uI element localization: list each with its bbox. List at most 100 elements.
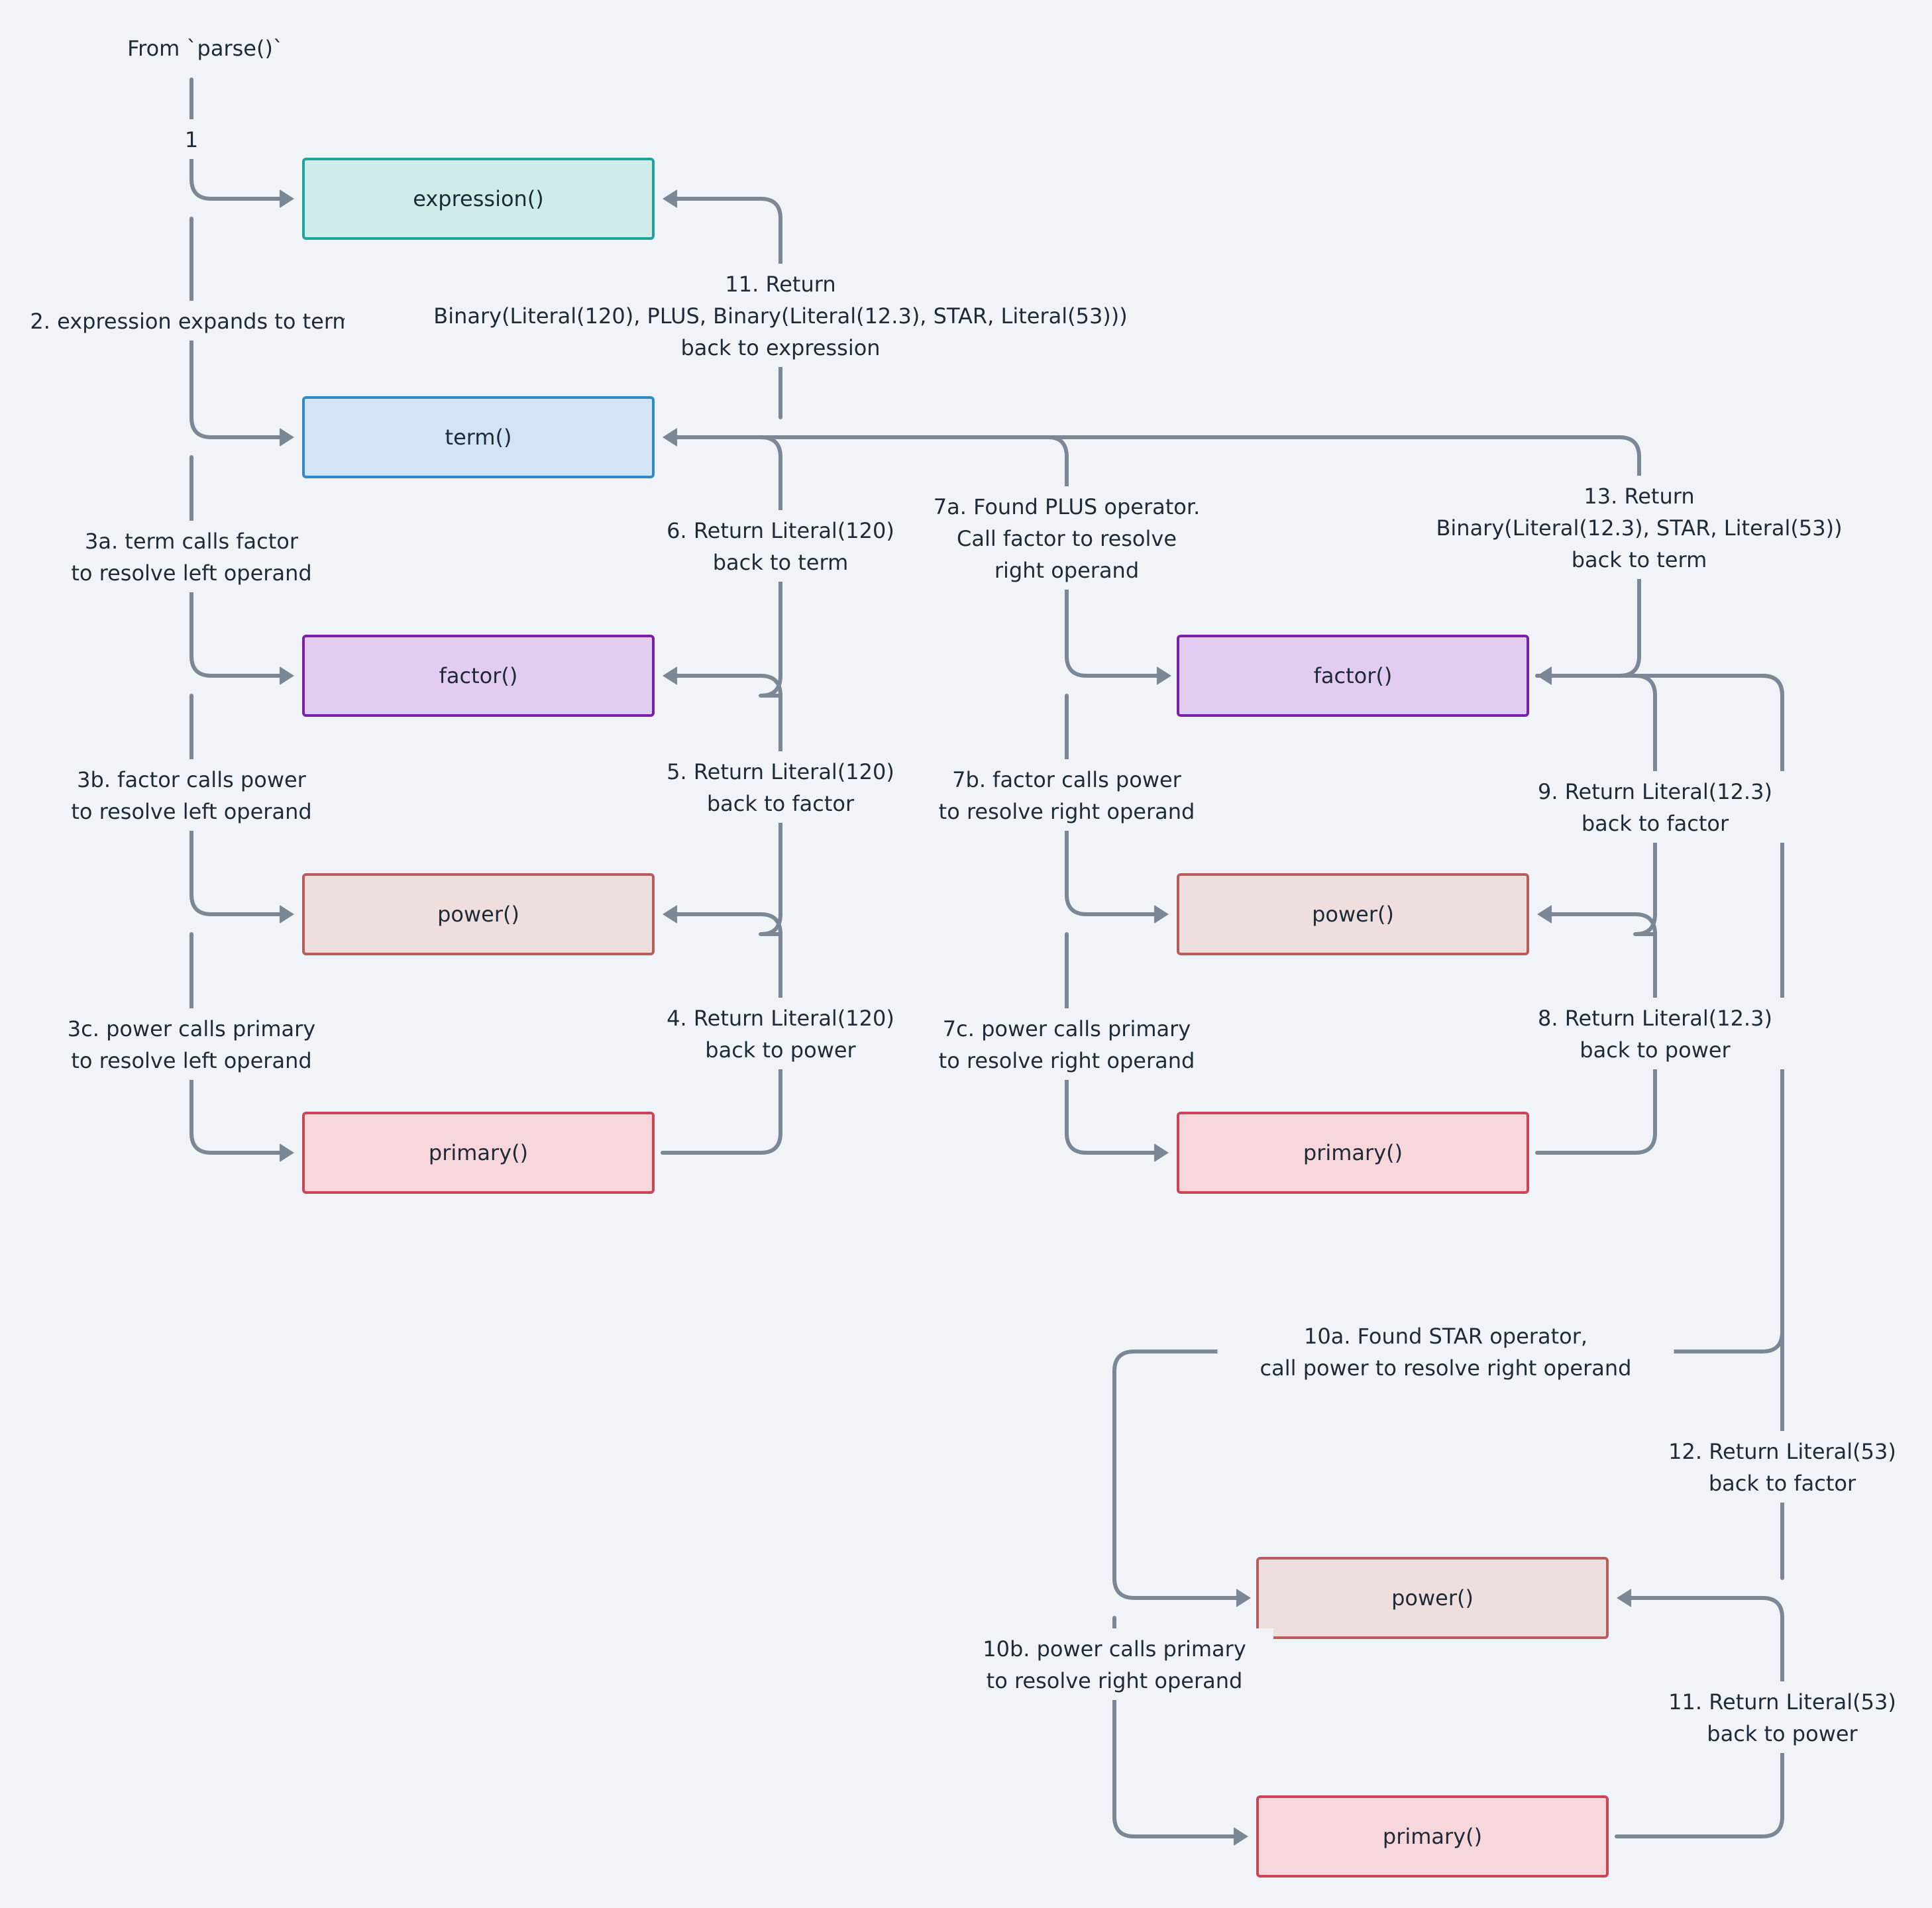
label-step2-background <box>1 301 382 341</box>
node-term-box <box>302 396 655 478</box>
edge-labels: From `parse()`12. expression expands to … <box>1 36 1929 1753</box>
node-power-bottom: power() <box>1256 1557 1609 1639</box>
label-step11-return53: 11. Return Literal(53) back to power <box>1636 1681 1929 1753</box>
edge-step11-final-arrowhead <box>663 189 677 208</box>
node-factor-left-box <box>302 635 655 717</box>
label-step4-background <box>634 998 927 1069</box>
edge-step12 <box>1544 674 1784 1580</box>
edge-step7b <box>1065 694 1161 916</box>
label-step10b-background <box>955 1628 1273 1700</box>
label-step3b: 3b. factor calls power to resolve left op… <box>38 759 345 831</box>
edge-step4-arrowhead <box>663 905 677 924</box>
label-step8-line: 8. Return Literal(12.3) <box>1538 1006 1772 1031</box>
label-step12-background <box>1636 1431 1929 1503</box>
edge-step3a-arrowhead <box>280 666 294 685</box>
label-step11-final-background <box>345 264 1216 367</box>
node-primary-right: primary() <box>1177 1112 1529 1194</box>
label-step3c-line: to resolve left operand <box>71 1048 311 1073</box>
label-step7c-line: 7c. power calls primary <box>943 1016 1191 1041</box>
label-step4: 4. Return Literal(120) back to power <box>634 998 927 1069</box>
label-step3b-line: to resolve left operand <box>71 799 311 824</box>
edge-step7c <box>1065 932 1161 1155</box>
edge-step1 <box>189 78 287 201</box>
node-primary-bottom-box <box>1256 1795 1609 1878</box>
node-term-label: term() <box>445 425 512 450</box>
edge-step3a <box>189 455 287 678</box>
label-step12-line: back to factor <box>1709 1471 1856 1496</box>
node-primary-right-label: primary() <box>1303 1140 1403 1165</box>
edge-step3b-arrowhead <box>280 905 294 924</box>
edge-step3b <box>189 694 287 916</box>
label-step7b-line: 7b. factor calls power <box>952 767 1182 792</box>
edge-step2 <box>189 217 287 439</box>
edge-step7b-arrowhead <box>1154 905 1169 924</box>
label-step10a-background <box>1217 1316 1674 1387</box>
edge-step1-arrowhead <box>280 189 294 208</box>
label-step9: 9. Return Literal(12.3) back to factor <box>1502 771 1808 843</box>
label-step3a-line: 3a. term calls factor <box>85 529 299 554</box>
label-step9-line: back to factor <box>1582 811 1729 836</box>
label-step11-return53-line: back to power <box>1707 1721 1858 1746</box>
label-step5-background <box>634 751 927 823</box>
label-step10b-line: to resolve right operand <box>987 1668 1243 1693</box>
node-power-right: power() <box>1177 873 1529 955</box>
node-factor-right-label: factor() <box>1314 663 1393 688</box>
nodes: expression() term() factor() power() primary… <box>302 158 1609 1878</box>
label-step13-line: back to term <box>1572 547 1707 572</box>
label-step6-line: 6. Return Literal(120) <box>667 518 894 543</box>
label-step11-final-line: back to expression <box>680 335 880 360</box>
edge-step8-arrowhead <box>1537 905 1552 924</box>
label-step12-line: 12. Return Literal(53) <box>1668 1439 1896 1464</box>
node-power-left-box <box>302 873 655 955</box>
label-step9-line: 9. Return Literal(12.3) <box>1538 779 1772 804</box>
edge-step5-arrowhead <box>663 666 677 685</box>
label-step10a: 10a. Found STAR operator,call power to r… <box>1217 1316 1674 1387</box>
label-step3a: 3a. term calls factor to resolve left ope… <box>38 521 345 592</box>
edge-step7c-arrowhead <box>1154 1143 1169 1162</box>
node-factor-left-label: factor() <box>439 663 518 688</box>
label-step11-return53-line: 11. Return Literal(53) <box>1668 1689 1896 1715</box>
label-step9-background <box>1502 771 1808 843</box>
label-step3b-background <box>38 759 345 831</box>
node-power-left: power() <box>302 873 655 955</box>
label-step3b-line: 3b. factor calls power <box>77 767 307 792</box>
edge-step10b <box>1112 1616 1241 1838</box>
edge-step13-arrowhead <box>663 428 677 447</box>
edge-step11-final <box>670 197 782 419</box>
start-label: From `parse()` <box>127 36 284 61</box>
label-step11-final-line: Binary(Literal(120), PLUS, Binary(Litera… <box>433 303 1128 329</box>
node-power-left-label: power() <box>437 902 519 927</box>
label-step7a-line: right operand <box>994 558 1139 583</box>
label-step13-line: 13. Return <box>1583 484 1694 509</box>
label-step3a-line: to resolve left operand <box>71 560 311 586</box>
node-expression-box <box>302 158 655 240</box>
label-step8-line: back to power <box>1580 1037 1731 1063</box>
node-primary-right-box <box>1177 1112 1529 1194</box>
label-step2-line: 2. expression expands to term <box>30 309 352 334</box>
edge-step2-arrowhead <box>280 428 294 447</box>
label-step6: 6. Return Literal(120) back to term <box>634 510 927 582</box>
label-step7a: 7a. Found PLUS operator.Call factor to r… <box>908 486 1226 590</box>
node-term: term() <box>302 396 655 478</box>
label-step10b-line: 10b. power calls primary <box>983 1636 1246 1662</box>
label-step5: 5. Return Literal(120)back to factor <box>634 751 927 823</box>
label-step6-line: back to term <box>713 550 849 575</box>
label-step3a-background <box>38 521 345 592</box>
label-step5-line: 5. Return Literal(120) <box>667 759 894 784</box>
label-step2: 2. expression expands to term <box>1 301 382 341</box>
node-primary-left: primary() <box>302 1112 655 1194</box>
node-primary-bottom: primary() <box>1256 1795 1609 1878</box>
label-step4-line: back to power <box>705 1037 856 1063</box>
node-expression-label: expression() <box>413 186 544 211</box>
label-step4-line: 4. Return Literal(120) <box>667 1006 894 1031</box>
label-step10a-line: call power to resolve right operand <box>1260 1355 1632 1381</box>
edge-step12-arrowhead <box>1537 666 1552 685</box>
edge-step11-return53-arrowhead <box>1617 1589 1631 1607</box>
label-step8: 8. Return Literal(12.3) back to power <box>1502 998 1808 1069</box>
label-step6-background <box>634 510 927 582</box>
